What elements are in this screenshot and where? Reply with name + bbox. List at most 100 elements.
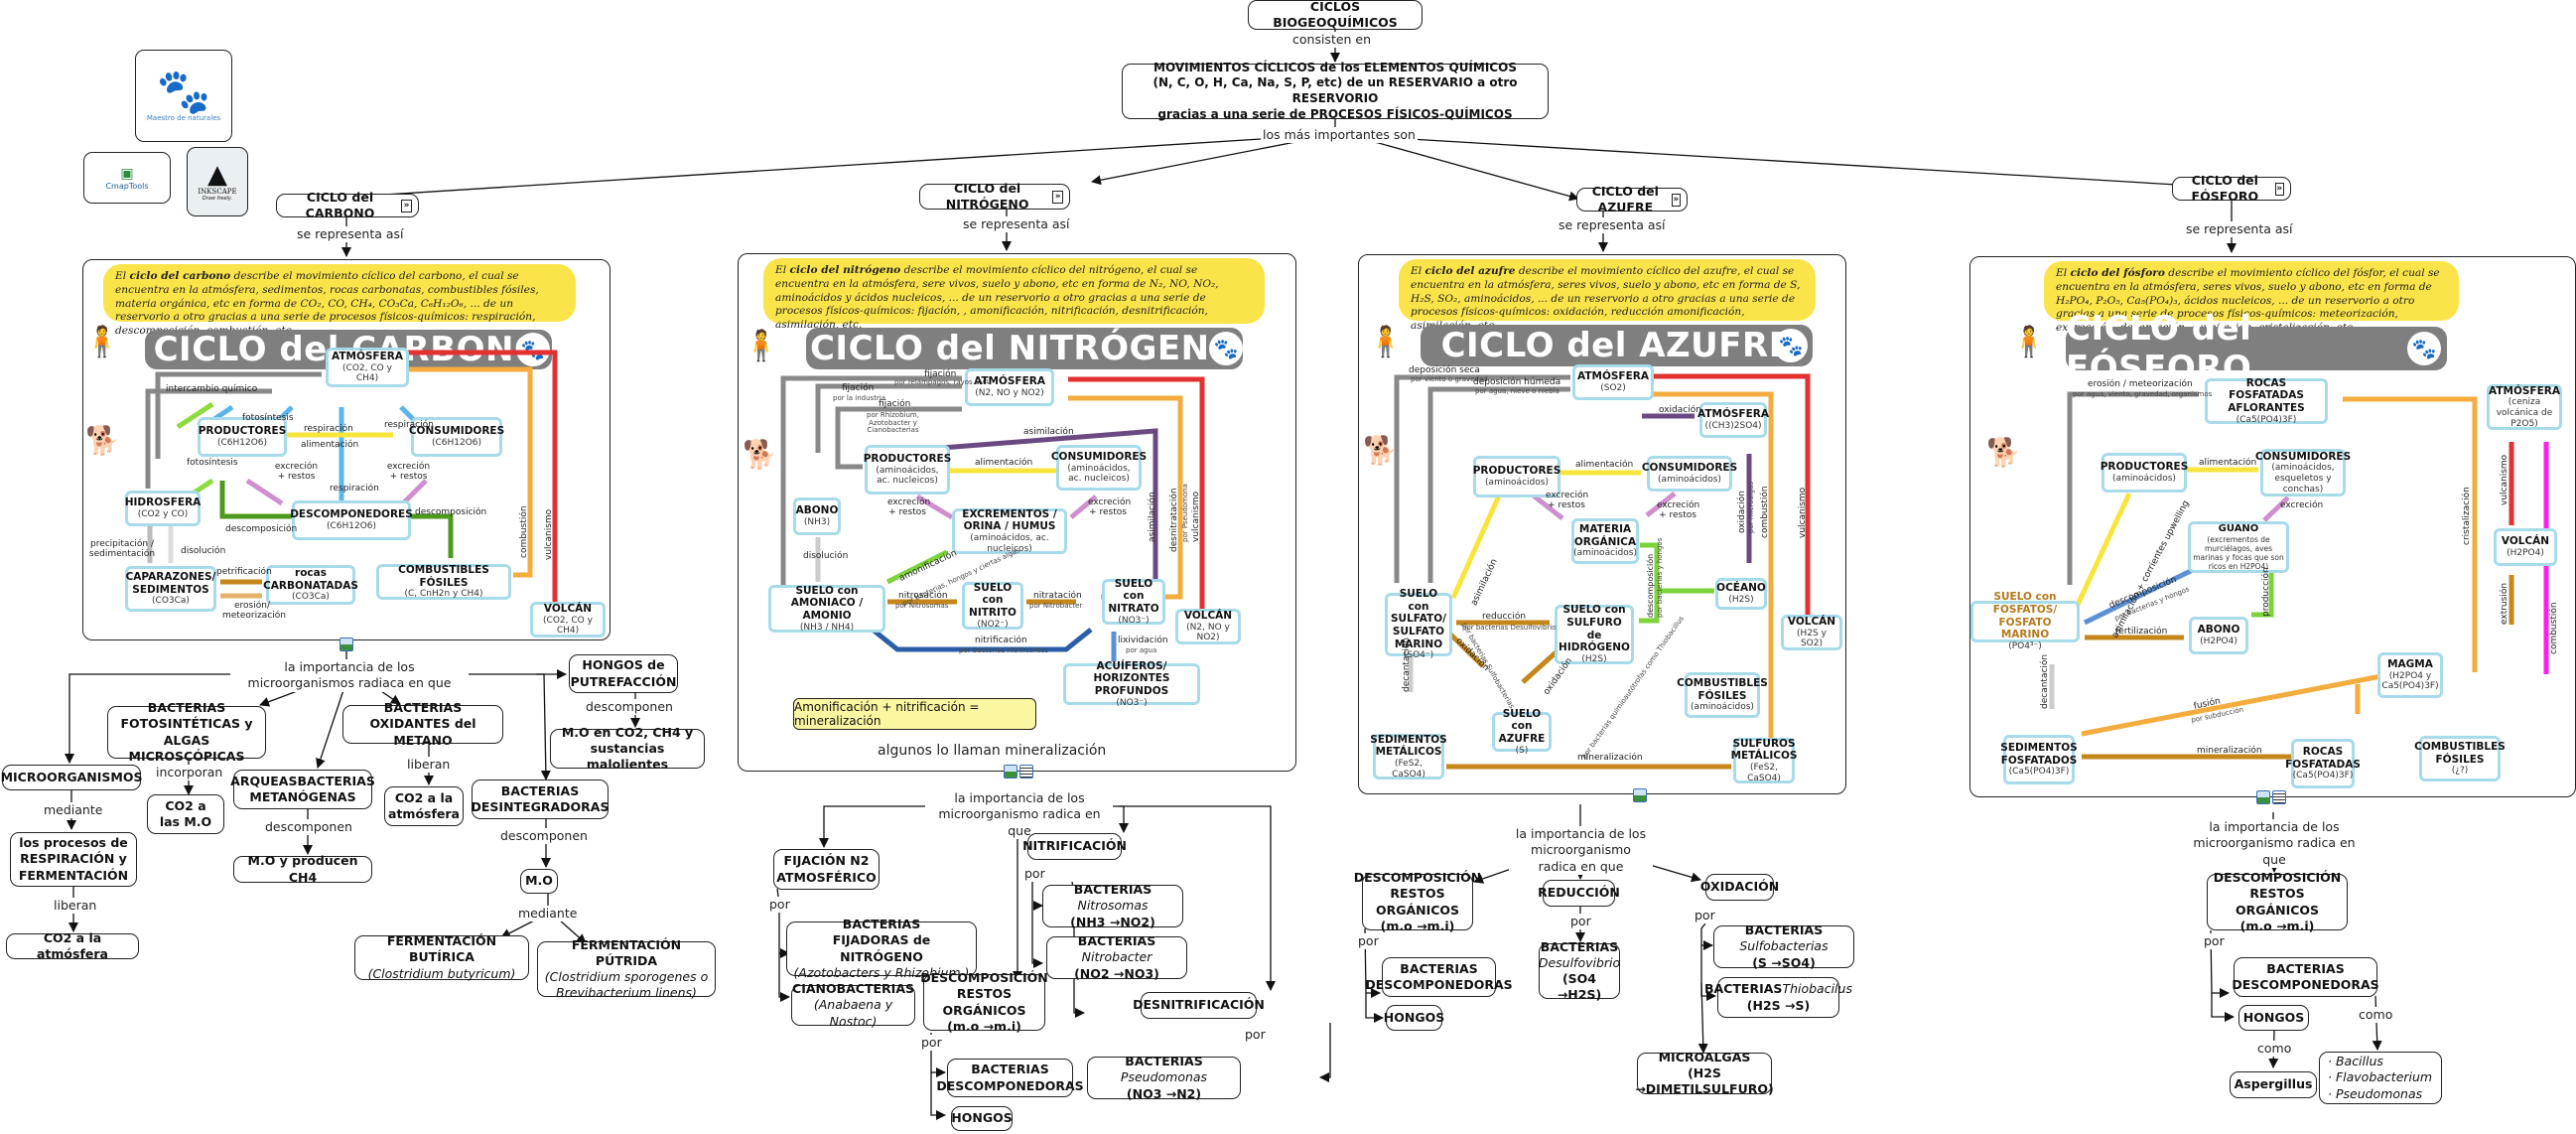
carbon-box-combustibles[interactable]: COMBUSTIBLES FÓSILES(C, CnH2n y CH4) [376, 564, 511, 600]
carbon-box-rocas-carbonatadas[interactable]: rocas CARBONATADAS(CO3Ca) [263, 565, 358, 605]
carbon-box-productores[interactable]: PRODUCTORES(C6H12O6) [198, 417, 287, 457]
node-arqueasbacterias[interactable]: ARQUEASBACTERIAS METANÓGENAS [230, 770, 375, 809]
nitrogen-box-abono[interactable]: ABONO(NH3) [793, 497, 841, 535]
nitrogen-box-amoniaco[interactable]: SUELO con AMONIACO / AMONIO(NH3 / NH4) [768, 585, 885, 633]
image-attachment-icon[interactable] [2256, 790, 2270, 804]
node-fermentacion-putrida[interactable]: FERMENTACIÓN PÚTRIDA(Clostridium sporoge… [537, 937, 716, 1000]
sulfur-box-sedimentos-metalicos[interactable]: SEDIMENTOS METÁLICOS(FeS2, CaSO4) [1370, 734, 1447, 780]
sulfur-box-materia-organica[interactable]: MATERIA ORGÁNICA(aminoácidos) [1571, 518, 1639, 564]
image-attachment-icon[interactable] [1633, 788, 1647, 802]
sulfur-box-atmosfera-so2[interactable]: ATMÓSFERA(SO2) [1572, 364, 1654, 400]
node-aspergillus[interactable]: Aspergillus [2230, 1071, 2317, 1098]
sulfur-box-productores[interactable]: PRODUCTORES(aminoácidos) [1473, 456, 1560, 497]
phosphorus-box-guano[interactable]: GUANO(excrementos de murciélagos, aves m… [2188, 521, 2289, 573]
node-descomposicion-p[interactable]: DESCOMPOSICIÓN RESTOS ORGÁNICOS(m.o →m.i… [2207, 870, 2348, 933]
node-species-list[interactable]: · Bacillus · Flavobacterium · Pseudomona… [2319, 1052, 2442, 1104]
node-bacterias-fijadoras[interactable]: BACTERIAS FIJADORAS de NITRÓGENO(Azotoba… [786, 917, 977, 980]
node-bacterias-thiobacilus[interactable]: BACTERIASThiobacilus(H2S →S) [1704, 977, 1852, 1018]
phosphorus-box-rocas-fosfatadas[interactable]: ROCAS FOSFATADAS(Ca5(PO4)3F) [2285, 739, 2361, 788]
node-fermentacion-butirica[interactable]: FERMENTACIÓN BUTÍRICA(Clostridium butyri… [354, 933, 529, 981]
nitrogen-box-atmosfera[interactable]: ATMÓSFERA(N2, NO y NO2) [965, 368, 1054, 406]
expand-icon[interactable]: » [1671, 193, 1681, 207]
sulfur-box-sulfuro-hidrogeno[interactable]: SUELO con SULFURO de HIDRÓGENO(H2S) [1555, 604, 1634, 664]
sulfur-box-consumidores[interactable]: CONSUMIDORES(aminoácidos) [1642, 456, 1737, 492]
image-attachment-icon[interactable] [1004, 765, 1017, 779]
sulfur-box-sulfuros-metalicos[interactable]: SULFUROS METÁLICOS(FeS2, CaSO4) [1731, 738, 1797, 783]
expand-icon[interactable]: » [2274, 182, 2284, 196]
nitrogen-box-nitrato[interactable]: SUELO con NITRATO(NO3⁻) [1102, 578, 1165, 626]
phosphorus-box-consumidores[interactable]: CONSUMIDORES(aminoácidos, esqueletos y c… [2255, 449, 2351, 496]
node-hongos-p[interactable]: HONGOS [2238, 1005, 2309, 1031]
definition-node[interactable]: MOVIMIENTOS CÍCLICOS de los ELEMENTOS QU… [1122, 61, 1549, 121]
node-bacterias-nitrosomas[interactable]: BACTERIAS Nitrosomas(NH3 →NO2) [1042, 882, 1183, 929]
sulfur-box-oceano[interactable]: OCÉANO(H2S) [1715, 578, 1767, 610]
node-co2-atmosfera[interactable]: CO2 a la atmósfera [6, 930, 139, 961]
ciclo-carbono-node[interactable]: CICLO del CARBONO» [276, 190, 419, 220]
node-descomposicion-s[interactable]: DESCOMPOSICIÓN RESTOS ORGÁNICOS(m.o →m.i… [1354, 870, 1482, 933]
phosphorus-box-suelo-fosfatos[interactable]: SUELO con FOSFATOS/ FOSFATO MARINO(PO4³⁻… [1970, 591, 2080, 651]
carbon-cycle-panel[interactable]: El ciclo del carbono describe el movimie… [82, 259, 610, 640]
carbon-box-consumidores[interactable]: CONSUMIDORES(C6H12O6) [409, 417, 504, 457]
sulfur-box-combustibles[interactable]: COMBUSTIBLES FÓSILES(aminoácidos) [1677, 672, 1768, 718]
carbon-box-volcan[interactable]: VOLCÁN(CO2, CO y CH4) [530, 602, 606, 638]
carbon-box-atmosfera[interactable]: ATMÓSFERA(CO2, CO y CH4) [326, 348, 409, 387]
node-desnitrificacion[interactable]: DESNITRIFICACIÓN [1133, 992, 1265, 1019]
nitrogen-box-productores[interactable]: PRODUCTORES(aminoácidos, ac. nucleicos) [864, 445, 951, 495]
phosphorus-box-combustibles[interactable]: COMBUSTIBLES FÓSILES(¿?) [2414, 736, 2506, 781]
node-cianobacterias[interactable]: CIANOBACTERIAS(Anabaena y Nostoc) [791, 981, 915, 1029]
node-mo-producen-ch4[interactable]: M.O y producen CH4 [233, 853, 372, 885]
phosphorus-box-abono[interactable]: ABONO(H2PO4) [2189, 617, 2248, 654]
nitrogen-box-volcan[interactable]: VOLCÁN(N2, NO y NO2) [1175, 609, 1241, 644]
nitrogen-box-nitrito[interactable]: SUELO con NITRITO(NO2⁻) [962, 582, 1023, 630]
ciclo-nitrogeno-node[interactable]: CICLO del NITRÓGENO» [919, 181, 1070, 212]
nitrogen-box-excrementos[interactable]: EXCREMENTOS / ORINA / HUMUS(aminoácidos,… [952, 508, 1067, 554]
carbon-box-hidrosfera[interactable]: HIDROSFERA(CO2 y CO) [125, 491, 201, 526]
node-co2-a-las-mo[interactable]: CO2 a las M.O [147, 794, 224, 834]
phosphorus-box-volcan[interactable]: VOLCÁN(H2PO4) [2494, 528, 2557, 566]
node-descomposicion-n[interactable]: DESCOMPOSICIÓN RESTOS ORGÁNICOS(m.o →m.i… [920, 970, 1048, 1034]
phosphorus-box-rocas-aflorantes[interactable]: ROCAS FOSFATADAS AFLORANTES(Ca5(PO4)3F) [2205, 377, 2328, 425]
ciclo-fosforo-node[interactable]: CICLO del FÓSFORO» [2172, 173, 2291, 204]
node-fijacion-n2[interactable]: FIJACIÓN N2 ATMOSFÉRICO [773, 849, 880, 890]
node-bacterias-oxidantes[interactable]: BACTERIAS OXIDANTES del METANO [342, 700, 503, 748]
nitrogen-box-consumidores[interactable]: CONSUMIDORES(aminoácidos, ac. nucleicos) [1051, 445, 1147, 491]
image-attachment-icon[interactable] [339, 638, 353, 651]
node-reduccion[interactable]: REDUCCIÓN [1538, 880, 1620, 907]
sulfur-box-volcan[interactable]: VOLCÁN(H2S y SO2) [1781, 615, 1842, 650]
phosphorus-box-atmosfera[interactable]: ATMÓSFERA(ceniza volcánica de P2O5) [2487, 384, 2562, 430]
sulfur-box-azufre[interactable]: SUELO con AZUFRE(S) [1492, 708, 1552, 756]
node-bacterias-desintegradoras[interactable]: BACTERIAS DESINTEGRADORAS [472, 780, 609, 819]
root-title-node[interactable]: CICLOS BIOGEOQUÍMICOS [1248, 0, 1423, 30]
nitrogen-box-acuiferos[interactable]: ACUÍFEROS/ HORIZONTES PROFUNDOS(NO3⁻) [1063, 660, 1200, 708]
node-bacterias-descomponedoras-n[interactable]: BACTERIAS DESCOMPONEDORAS [936, 1059, 1084, 1097]
ciclo-azufre-node[interactable]: CICLO del AZUFRE» [1576, 184, 1688, 214]
node-hongos-s[interactable]: HONGOS [1384, 1005, 1444, 1031]
node-bacterias-nitrobacter[interactable]: BACTERIAS Nitrobacter(NO2 →NO3) [1046, 933, 1187, 981]
node-bacterias-pseudomonas[interactable]: BACTERIAS Pseudomonas(NO3 →N2) [1087, 1054, 1241, 1101]
node-hongos-putrefaccion[interactable]: HONGOS de PUTREFACCIÓN [569, 654, 678, 693]
sulfur-box-atmosfera-dms[interactable]: ATMÓSFERA((CH3)2SO4) [1697, 402, 1769, 438]
node-microorganismos[interactable]: MICROORGANISMOS [1, 765, 142, 790]
expand-icon[interactable]: » [1052, 190, 1063, 204]
node-mo-co2-ch4[interactable]: M.O en CO2, CH4 y sustancias malolientes [550, 725, 705, 772]
carbon-box-descomponedores[interactable]: DESCOMPONEDORES(C6H12O6) [290, 500, 413, 540]
sulfur-cycle-panel[interactable]: El ciclo del azufre describe el movimien… [1358, 254, 1846, 794]
node-bacterias-sulfobacterias[interactable]: BACTERIAS Sulfobacterias(S →SO4) [1713, 922, 1854, 970]
carbon-box-caparazones[interactable]: CAPARAZONES/ SEDIMENTOS(CO3Ca) [125, 566, 216, 612]
node-bacterias-descomponedoras-p[interactable]: BACTERIAS DESCOMPONEDORAS [2232, 957, 2379, 997]
phosphorus-box-productores[interactable]: PRODUCTORES(aminoácidos) [2101, 453, 2188, 493]
nitrogen-cycle-panel[interactable]: El ciclo del nitrógeno describe el movim… [738, 253, 1296, 772]
sulfur-box-sulfato[interactable]: SUELO con SULFATO/ SULFATO MARINO(SO4⁻) [1385, 588, 1452, 660]
node-bacterias-descomponedoras-s[interactable]: BACTERIAS DESCOMPONEDORAS [1365, 957, 1513, 997]
document-attachment-icon[interactable] [1019, 765, 1033, 779]
expand-icon[interactable]: » [401, 199, 412, 213]
node-oxidacion[interactable]: OXIDACIÓN [1700, 874, 1779, 901]
node-procesos-respiracion[interactable]: los procesos de RESPIRACIÓN y FERMENTACI… [10, 832, 137, 887]
phosphorus-box-magma[interactable]: MAGMA(H2PO4 y Ca5(PO4)3F) [2377, 652, 2443, 698]
node-hongos-n[interactable]: HONGOS [951, 1106, 1013, 1131]
document-attachment-icon[interactable] [2272, 790, 2286, 804]
node-bacterias-fotosinteticas[interactable]: BACTERIAS FOTOSINTÉTICAS y ALGAS MICROSC… [107, 700, 266, 764]
phosphorus-cycle-panel[interactable]: El ciclo del fósforo describe el movimie… [1969, 256, 2576, 797]
node-co2-atmosfera-2[interactable]: CO2 a la atmósfera [384, 786, 464, 826]
